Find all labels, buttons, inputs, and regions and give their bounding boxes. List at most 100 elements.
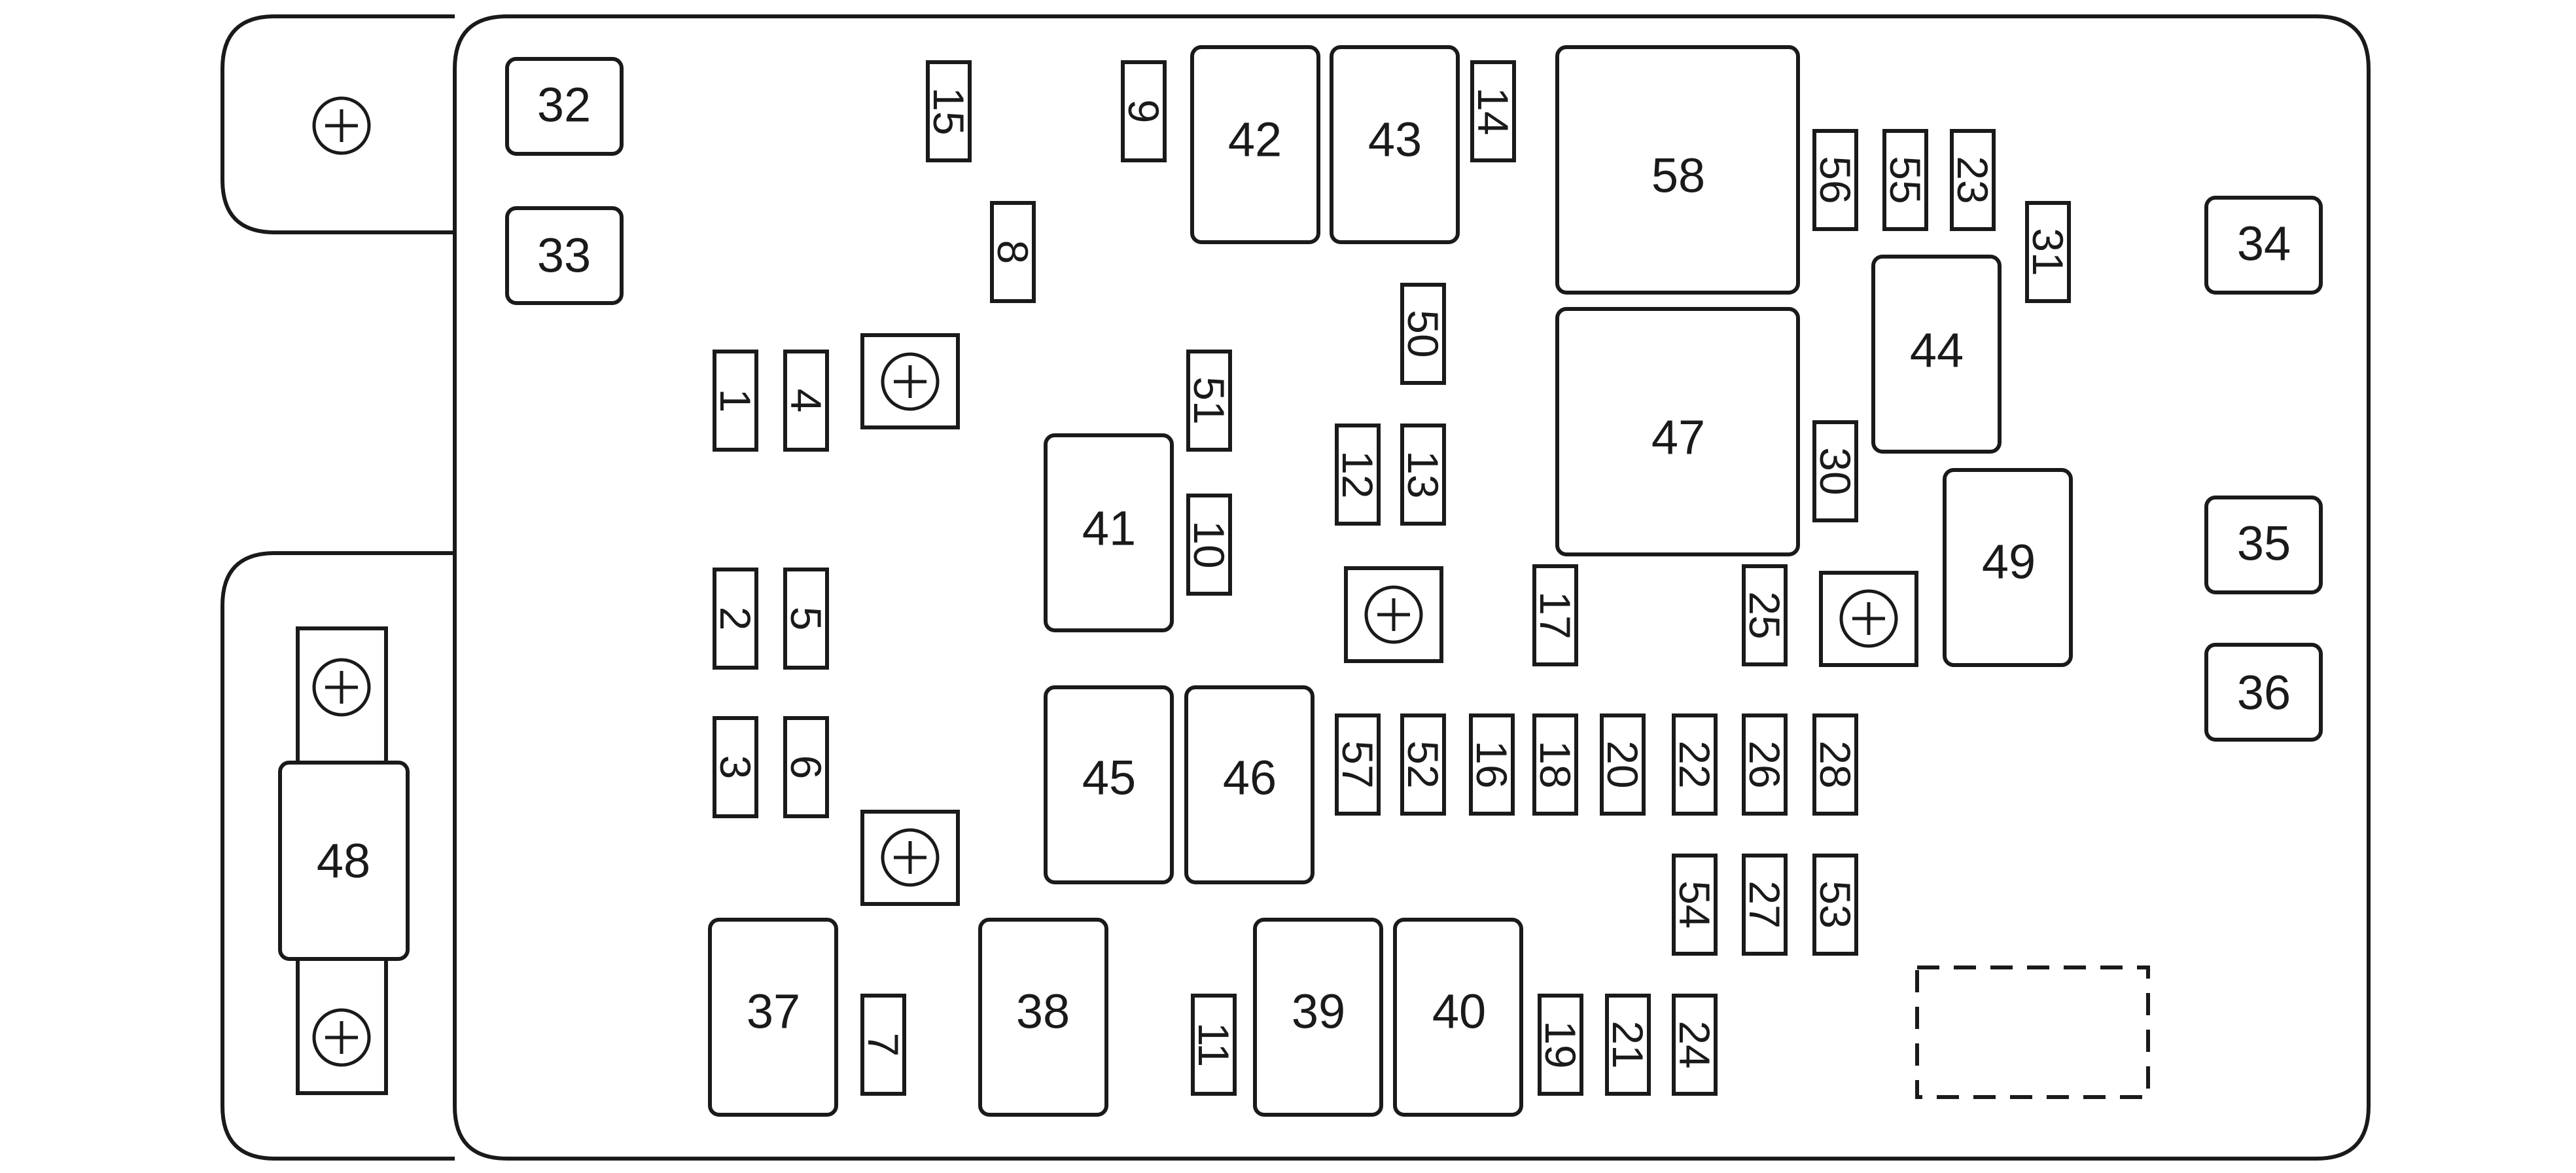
stud-icon-right	[1819, 571, 1918, 667]
relay-42[interactable]	[1190, 45, 1320, 244]
fuse-1[interactable]: 1	[711, 350, 760, 452]
stud-icon-center	[1344, 566, 1443, 663]
fuse-19[interactable]: 19	[1536, 994, 1585, 1096]
svg-text:1: 1	[711, 389, 760, 413]
fuse-54[interactable]: 54	[1670, 854, 1719, 956]
stud-icon-strip-top	[312, 658, 371, 717]
fuse-31[interactable]: 31	[2024, 201, 2072, 303]
fuse-27[interactable]: 27	[1740, 854, 1789, 956]
relay-35[interactable]	[2204, 496, 2323, 594]
fuse-10[interactable]: 10	[1185, 494, 1233, 596]
relay-49[interactable]	[1943, 468, 2073, 667]
fuse-21[interactable]: 21	[1604, 994, 1652, 1096]
relay-34[interactable]	[2204, 196, 2323, 295]
svg-text:52: 52	[1399, 740, 1447, 788]
fuse-18[interactable]: 18	[1531, 713, 1579, 816]
stud-icon-upper	[860, 333, 960, 429]
svg-text:11: 11	[1190, 1022, 1238, 1068]
fuse-56[interactable]: 56	[1811, 129, 1860, 231]
svg-text:54: 54	[1670, 880, 1719, 928]
fuse-2[interactable]: 2	[711, 568, 760, 670]
fuse-51[interactable]: 51	[1185, 350, 1233, 452]
fuse-5[interactable]: 5	[782, 568, 830, 670]
fuse-3[interactable]: 3	[711, 716, 760, 818]
fuse-52[interactable]: 52	[1399, 713, 1447, 816]
relay-37-label: 37	[747, 984, 800, 1039]
svg-text:12: 12	[1333, 450, 1382, 498]
svg-text:18: 18	[1531, 740, 1579, 788]
relay-44-label: 44	[1910, 323, 1964, 378]
relay-46[interactable]	[1184, 685, 1314, 884]
fuse-13[interactable]: 13	[1399, 424, 1447, 526]
svg-text:21: 21	[1604, 1020, 1652, 1068]
relay-41[interactable]	[1044, 433, 1174, 632]
fuse-53[interactable]: 53	[1811, 854, 1860, 956]
fuse-6[interactable]: 6	[782, 716, 830, 818]
fuse-7[interactable]: 7	[859, 994, 908, 1096]
relay-38-label: 38	[1016, 984, 1070, 1039]
svg-text:30: 30	[1811, 447, 1860, 495]
relay-36[interactable]	[2204, 643, 2323, 742]
fuse-17[interactable]: 17	[1531, 564, 1579, 666]
fuse-20[interactable]: 20	[1598, 713, 1647, 816]
relay-33[interactable]	[505, 206, 624, 305]
relay-49-label: 49	[1982, 535, 2036, 589]
relay-34-label: 34	[2237, 217, 2291, 271]
relay-47-label: 47	[1651, 410, 1705, 465]
fuse-50[interactable]: 50	[1399, 283, 1447, 385]
svg-text:3: 3	[711, 755, 760, 780]
relay-48[interactable]	[278, 761, 410, 961]
fuse-24[interactable]: 24	[1670, 994, 1719, 1096]
svg-text:26: 26	[1740, 740, 1789, 788]
fuse-22[interactable]: 22	[1670, 713, 1719, 816]
fuse-28[interactable]: 28	[1811, 713, 1860, 816]
relay-36-label: 36	[2237, 666, 2291, 720]
relay-45[interactable]	[1044, 685, 1174, 884]
relay-42-label: 42	[1228, 113, 1282, 167]
fuse-9[interactable]: 9	[1120, 60, 1168, 162]
svg-text:16: 16	[1468, 740, 1516, 788]
svg-text:22: 22	[1670, 740, 1719, 788]
svg-text:17: 17	[1531, 591, 1579, 639]
fuse-12[interactable]: 12	[1333, 424, 1382, 526]
svg-text:5: 5	[782, 607, 830, 631]
fuse-14[interactable]: 14	[1469, 60, 1517, 162]
svg-text:24: 24	[1670, 1020, 1719, 1068]
relay-45-label: 45	[1082, 751, 1136, 805]
relay-58[interactable]	[1555, 45, 1800, 295]
fuse-4[interactable]: 4	[782, 350, 830, 452]
svg-text:31: 31	[2024, 228, 2072, 276]
empty-position-outline	[1915, 965, 2150, 1099]
stud-icon-strip-bottom	[312, 1008, 371, 1067]
svg-text:14: 14	[1469, 87, 1517, 135]
fuse-11[interactable]: 11	[1190, 994, 1238, 1096]
fuse-30[interactable]: 30	[1811, 420, 1860, 522]
fuse-8[interactable]: 8	[989, 201, 1037, 303]
fuse-26[interactable]: 26	[1740, 713, 1789, 816]
relay-35-label: 35	[2237, 516, 2291, 571]
svg-text:27: 27	[1740, 880, 1789, 928]
relay-37[interactable]	[708, 918, 838, 1117]
relay-38[interactable]	[978, 918, 1108, 1117]
relay-47[interactable]	[1555, 307, 1800, 556]
fuse-57[interactable]: 57	[1333, 713, 1382, 816]
svg-text:4: 4	[782, 389, 830, 413]
relay-32[interactable]	[505, 57, 624, 156]
relay-33-label: 33	[537, 228, 591, 283]
relay-40[interactable]	[1393, 918, 1523, 1117]
svg-text:7: 7	[859, 1033, 908, 1057]
relay-48-label: 48	[317, 834, 370, 888]
fuse-25[interactable]: 25	[1740, 564, 1789, 666]
fuse-23[interactable]: 23	[1949, 129, 1997, 231]
svg-text:20: 20	[1598, 740, 1647, 788]
fuse-15[interactable]: 15	[925, 60, 973, 162]
svg-text:10: 10	[1185, 520, 1233, 568]
relay-41-label: 41	[1082, 501, 1136, 556]
relay-39[interactable]	[1253, 918, 1383, 1117]
relay-43[interactable]	[1330, 45, 1460, 244]
svg-text:55: 55	[1881, 156, 1930, 204]
relay-44[interactable]	[1871, 255, 2002, 454]
fuse-16[interactable]: 16	[1468, 713, 1516, 816]
fuse-55[interactable]: 55	[1881, 129, 1930, 231]
